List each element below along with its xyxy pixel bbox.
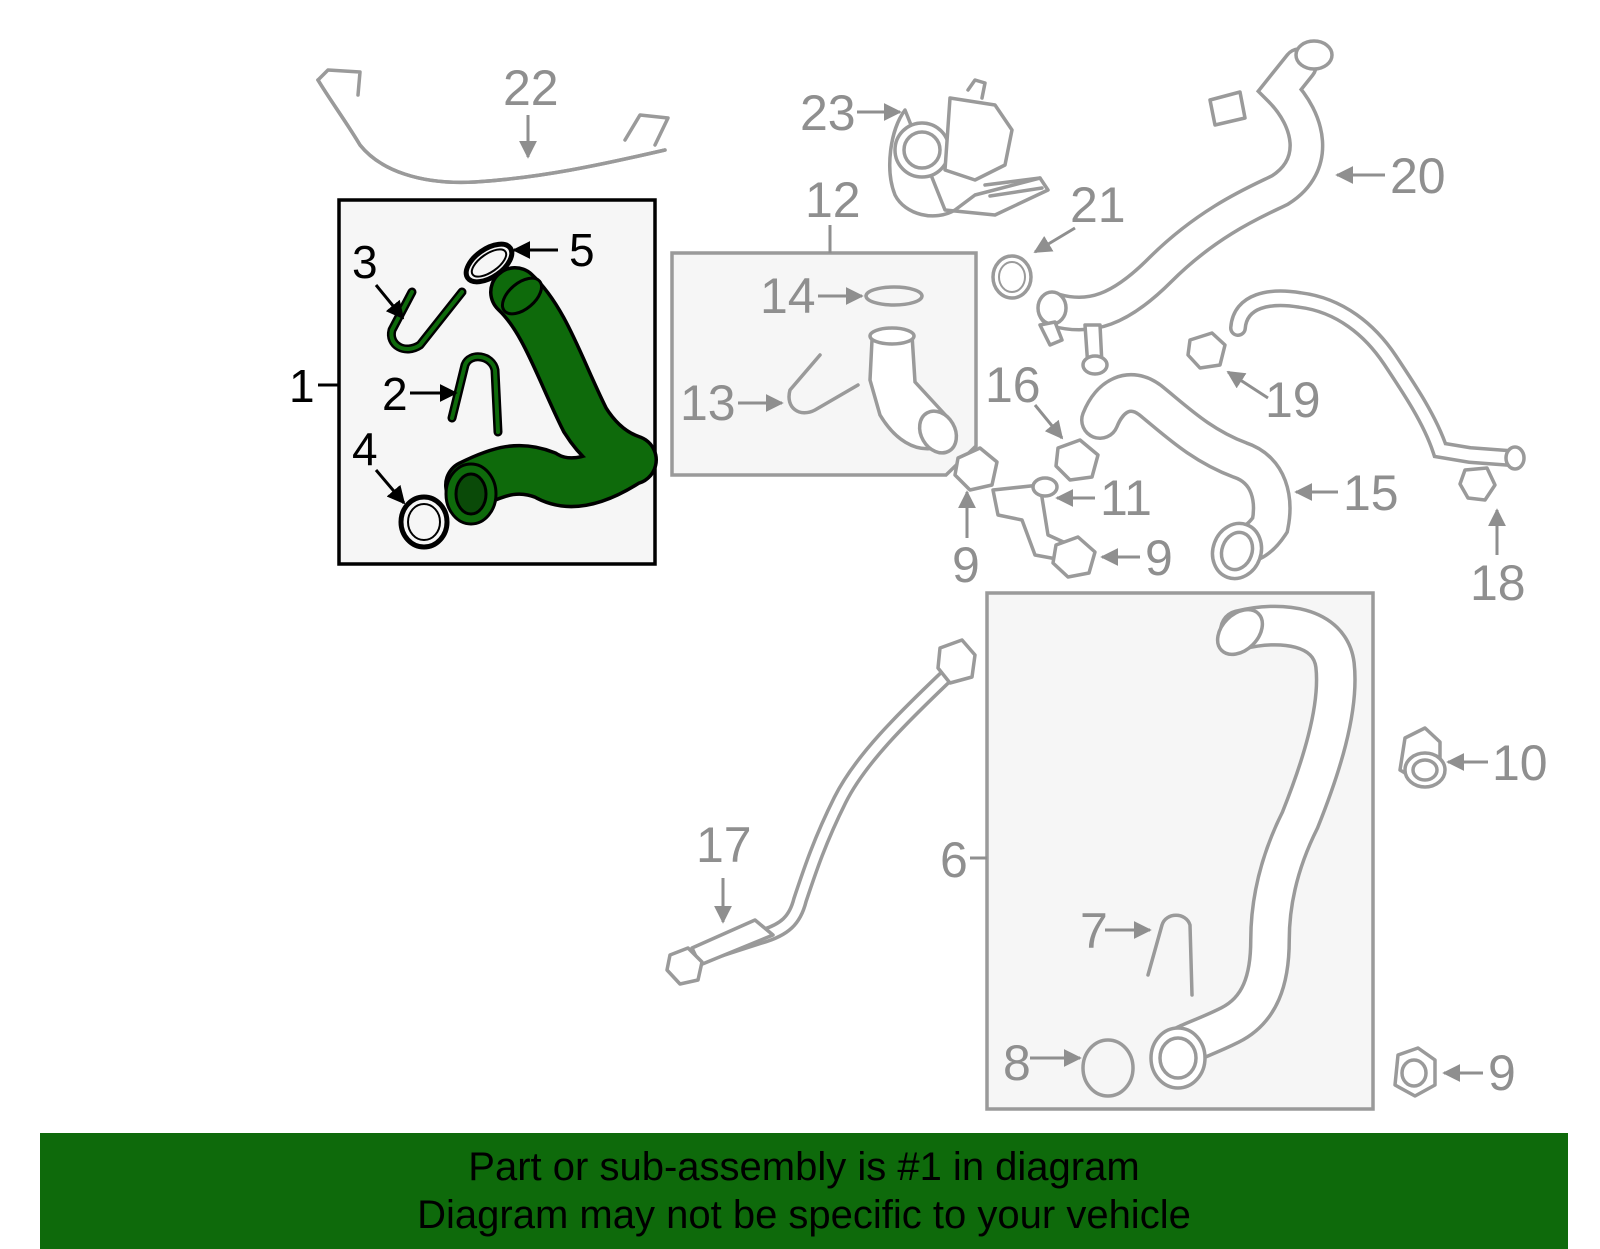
callout-8: 8 [1003, 1035, 1031, 1091]
callout-20: 20 [1390, 148, 1446, 204]
callout-14: 14 [760, 268, 816, 324]
callout-9-mid: 9 [1145, 530, 1173, 586]
banner-line-1: Part or sub-assembly is #1 in diagram [468, 1145, 1140, 1189]
seal-part-4[interactable] [398, 494, 450, 550]
callout-4: 4 [352, 423, 378, 475]
hose-part-6[interactable] [1149, 601, 1357, 1090]
callout-7: 7 [1080, 903, 1108, 959]
callout-3: 3 [352, 236, 378, 288]
seal-part-8[interactable] [1081, 1038, 1135, 1098]
seal-part-14[interactable] [864, 285, 924, 307]
seal-part-5[interactable] [460, 237, 519, 290]
clamp-part-16[interactable] [1054, 438, 1100, 482]
info-banner: Part or sub-assembly is #1 in diagram Di… [40, 1133, 1568, 1249]
callout-21: 21 [1070, 177, 1126, 233]
clamp-part-19[interactable] [1186, 331, 1227, 370]
hose-part-13-elbow[interactable] [868, 326, 964, 460]
clamp-part-18[interactable] [1458, 466, 1497, 502]
callout-12: 12 [805, 172, 861, 228]
callout-2: 2 [382, 368, 408, 420]
thermostat-housing-part-23[interactable] [888, 78, 1050, 218]
callout-22: 22 [503, 60, 559, 116]
coolant-pipe-part-20[interactable] [1036, 39, 1334, 376]
callout-19: 19 [1265, 372, 1321, 428]
callout-11: 11 [1100, 470, 1152, 526]
clip-part-7[interactable] [1146, 913, 1194, 997]
clamp-part-9-right[interactable] [1393, 1046, 1437, 1098]
coolant-pipe-part-22[interactable] [316, 68, 670, 185]
callout-16: 16 [985, 357, 1041, 413]
callout-17: 17 [696, 817, 752, 873]
callout-10: 10 [1492, 735, 1548, 791]
seal-part-21[interactable] [991, 254, 1033, 300]
coolant-pipe-part-17[interactable] [665, 638, 977, 986]
clamp-part-10[interactable] [1398, 726, 1447, 789]
callout-13: 13 [680, 375, 736, 431]
callout-23: 23 [800, 85, 856, 141]
clip-part-13[interactable] [787, 353, 860, 415]
clamp-part-9-upper[interactable] [953, 446, 999, 492]
banner-line-2: Diagram may not be specific to your vehi… [417, 1193, 1191, 1237]
hose-part-19[interactable] [1229, 289, 1526, 471]
clamp-part-9-lower[interactable] [1051, 535, 1097, 579]
callout-9-right: 9 [1488, 1045, 1516, 1101]
hose-part-15[interactable] [1080, 373, 1292, 586]
callout-18: 18 [1470, 555, 1526, 611]
callout-6: 6 [940, 832, 968, 888]
radiator-hose-part-1[interactable] [444, 266, 658, 526]
connector-part-11[interactable] [991, 476, 1072, 562]
callout-9-left: 9 [952, 537, 980, 593]
callout-1: 1 [289, 360, 315, 412]
callout-15: 15 [1343, 465, 1399, 521]
callout-5: 5 [569, 224, 595, 276]
